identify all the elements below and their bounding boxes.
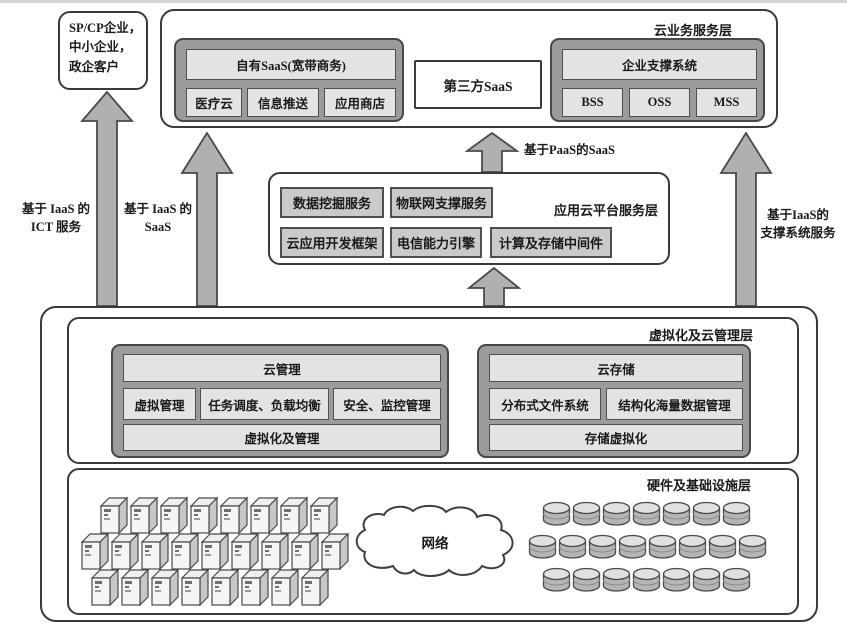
top-edge-line	[0, 0, 847, 3]
paas-saas-arrow-label: 基于PaaS的SaaS	[524, 143, 615, 157]
disk-icon	[648, 534, 677, 560]
disk-icon	[572, 501, 601, 527]
server-icon	[167, 532, 201, 570]
disk-icon	[572, 567, 601, 593]
disk-icon	[632, 567, 661, 593]
enterprise-support-group: 企业支撑系统 BSS OSS MSS	[550, 38, 765, 122]
server-icon	[317, 532, 351, 570]
disk-icon	[678, 534, 707, 560]
platform-service-telecom-engine: 电信能力引擎	[390, 227, 482, 258]
virtualization-layer-label: 虚拟化及云管理层	[648, 328, 753, 343]
own-saas-item-info-push: 信息推送	[247, 88, 319, 117]
disk-icon	[662, 567, 691, 593]
server-icon	[246, 496, 280, 534]
disk-icon	[602, 501, 631, 527]
iaas-saas-arrow-label: 基于 IaaS 的 SaaS	[123, 202, 193, 235]
virtualization-management-footer: 虚拟化及管理	[123, 424, 441, 451]
server-icon	[267, 568, 301, 606]
customer-box: SP/CP企业， 中小企业， 政企客户	[58, 11, 148, 90]
platform-service-iot-support: 物联网支撑服务	[390, 187, 493, 218]
disk-icon	[738, 534, 767, 560]
server-icon	[147, 568, 181, 606]
server-icon	[117, 568, 151, 606]
enterprise-item-oss: OSS	[629, 88, 690, 117]
third-party-saas-box: 第三方SaaS	[414, 60, 542, 109]
server-icon	[216, 496, 250, 534]
cloud-business-layer-box: 云业务服务层 自有SaaS(宽带商务) 医疗云 信息推送 应用商店 第三方Saa…	[160, 9, 778, 128]
virtualization-layer-box: 虚拟化及云管理层 云管理 虚拟管理 任务调度、负载均衡 安全、监控管理 虚拟化及…	[67, 317, 799, 464]
cloud-management-header: 云管理	[123, 354, 441, 382]
network-label: 网络	[421, 536, 449, 551]
disk-icon	[558, 534, 587, 560]
server-icon	[297, 568, 331, 606]
server-icon	[87, 568, 121, 606]
server-icon	[77, 532, 111, 570]
enterprise-support-header: 企业支撑系统	[562, 49, 757, 80]
disk-icon	[662, 501, 691, 527]
disk-icon	[528, 534, 557, 560]
own-saas-header: 自有SaaS(宽带商务)	[186, 49, 396, 80]
disk-icon	[618, 534, 647, 560]
disk-icon	[722, 501, 751, 527]
enterprise-item-mss: MSS	[696, 88, 757, 117]
virtual-management-box: 虚拟管理	[123, 388, 196, 420]
server-icon	[237, 568, 271, 606]
platform-uplink-arrow-icon	[467, 267, 521, 307]
ict-service-arrow-icon	[80, 91, 134, 307]
own-saas-item-app-store: 应用商店	[324, 88, 396, 117]
server-icon	[137, 532, 171, 570]
server-icon	[227, 532, 261, 570]
support-system-arrow-label: 基于IaaS的 支撑系统服务	[760, 208, 836, 241]
platform-service-data-mining: 数据挖掘服务	[280, 187, 384, 218]
hardware-layer-label: 硬件及基础设施层	[646, 478, 751, 493]
infrastructure-outer-box: 虚拟化及云管理层 云管理 虚拟管理 任务调度、负载均衡 安全、监控管理 虚拟化及…	[40, 306, 818, 622]
server-icon	[177, 568, 211, 606]
server-icon	[276, 496, 310, 534]
server-icon	[207, 568, 241, 606]
enterprise-item-bss: BSS	[562, 88, 623, 117]
disk-icon	[588, 534, 617, 560]
distributed-file-system-box: 分布式文件系统	[489, 388, 601, 420]
disk-icon	[602, 567, 631, 593]
disk-icon	[632, 501, 661, 527]
ict-service-arrow-label: 基于 IaaS 的 ICT 服务	[21, 202, 91, 235]
server-icon	[107, 532, 141, 570]
server-icon	[186, 496, 220, 534]
disk-icon	[722, 567, 751, 593]
cloud-storage-header: 云存储	[489, 354, 743, 382]
own-saas-group: 自有SaaS(宽带商务) 医疗云 信息推送 应用商店	[174, 38, 404, 122]
server-icon	[287, 532, 321, 570]
storage-virtualization-footer: 存储虚拟化	[489, 424, 743, 451]
disk-icon	[708, 534, 737, 560]
paas-saas-arrow-icon	[465, 132, 519, 173]
customer-box-label: SP/CP企业， 中小企业， 政企客户	[69, 21, 142, 74]
task-scheduling-load-balance-box: 任务调度、负载均衡	[200, 388, 329, 420]
disk-icon	[542, 501, 571, 527]
network-cloud-icon	[355, 504, 514, 577]
cloud-management-group: 云管理 虚拟管理 任务调度、负载均衡 安全、监控管理 虚拟化及管理	[111, 344, 449, 458]
app-platform-layer-box: 应用云平台服务层 数据挖掘服务 物联网支撑服务 云应用开发框架 电信能力引擎 计…	[268, 172, 670, 265]
disk-icon	[692, 567, 721, 593]
app-platform-layer-label: 应用云平台服务层	[553, 203, 658, 218]
server-icon	[306, 496, 340, 534]
security-monitoring-box: 安全、监控管理	[333, 388, 441, 420]
disk-icon	[542, 567, 571, 593]
server-icon	[197, 532, 231, 570]
server-icon	[96, 496, 130, 534]
cloud-storage-group: 云存储 分布式文件系统 结构化海量数据管理 存储虚拟化	[477, 344, 751, 458]
structured-mass-data-box: 结构化海量数据管理	[606, 388, 743, 420]
server-icon	[257, 532, 291, 570]
platform-service-app-dev-framework: 云应用开发框架	[280, 227, 384, 258]
own-saas-item-medical-cloud: 医疗云	[186, 88, 242, 117]
platform-service-compute-storage-middleware: 计算及存储中间件	[490, 227, 612, 258]
server-icon	[156, 496, 190, 534]
hardware-layer-box: 硬件及基础设施层 网络	[67, 468, 799, 615]
cloud-business-layer-label: 云业务服务层	[653, 23, 732, 38]
server-icon	[126, 496, 160, 534]
disk-icon	[692, 501, 721, 527]
